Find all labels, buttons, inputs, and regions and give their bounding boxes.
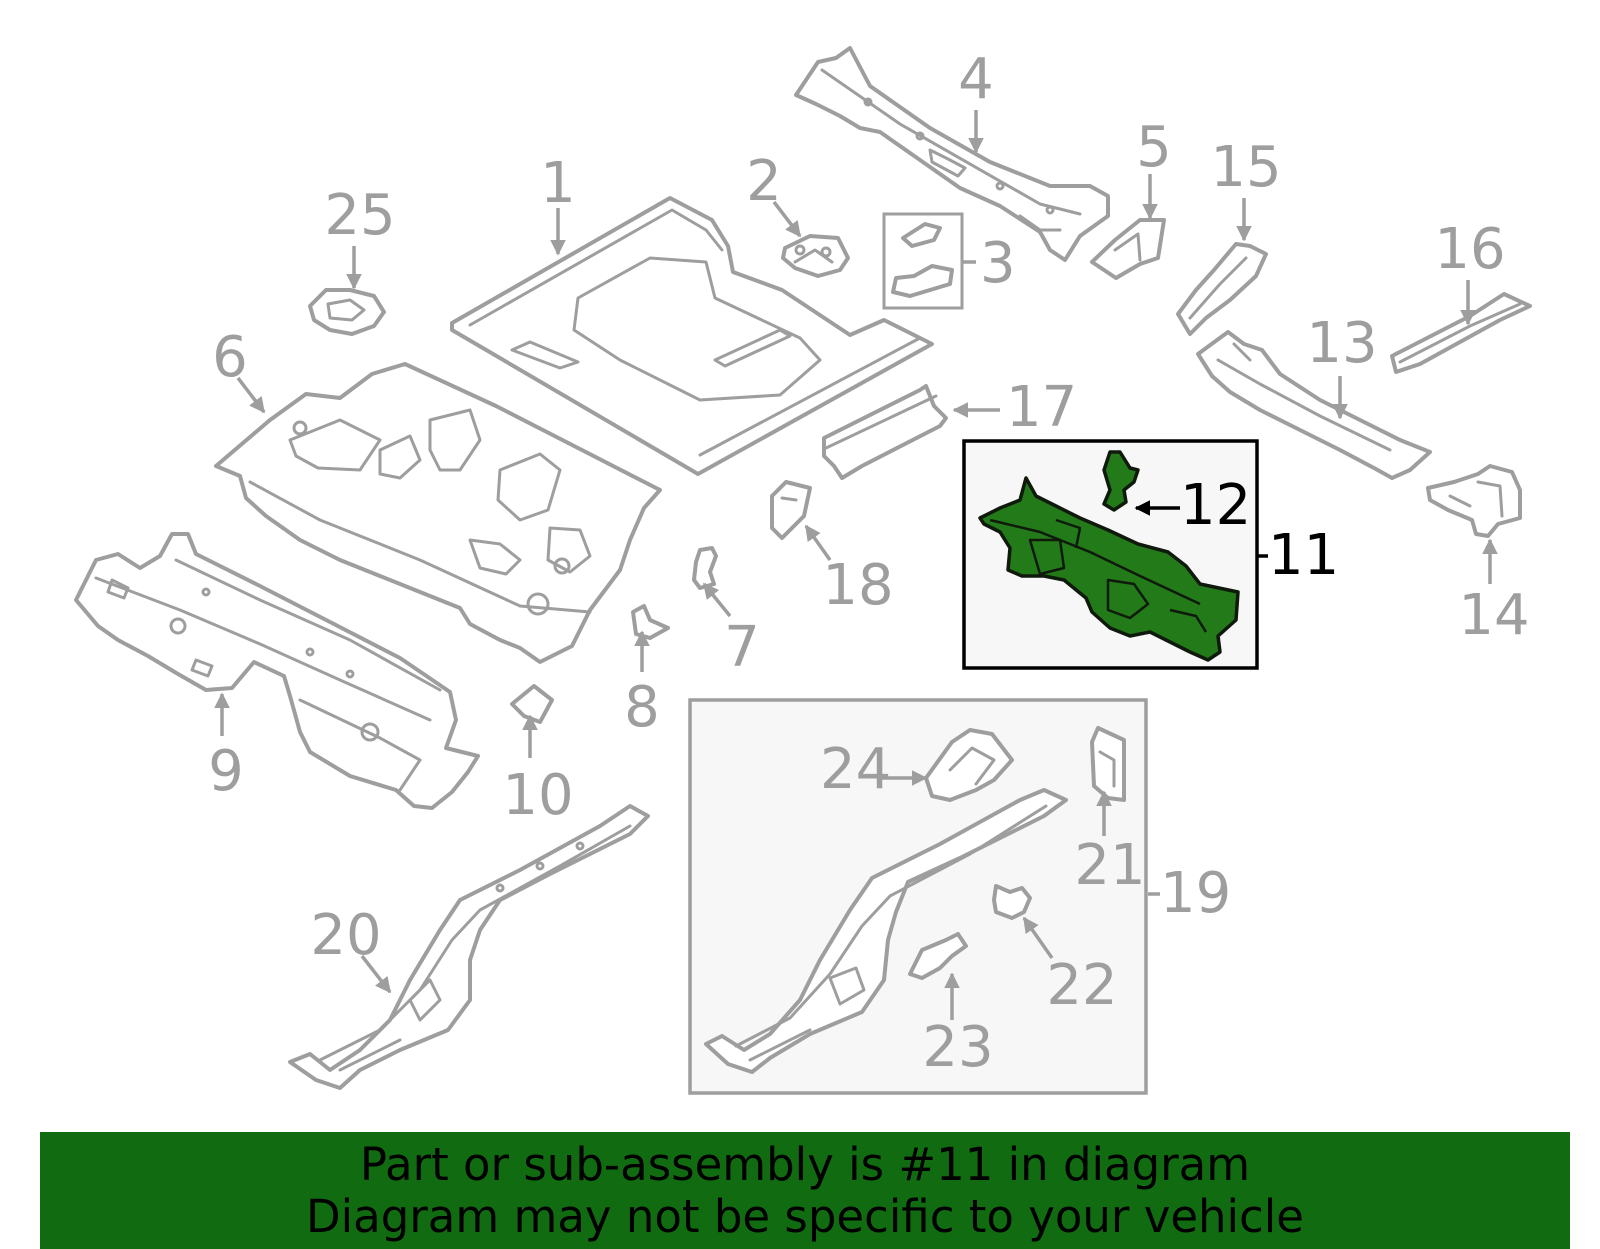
callout-21: 21 <box>1074 833 1145 898</box>
part-13-rail <box>1196 330 1432 480</box>
callout-20: 20 <box>310 903 381 968</box>
part-24-bracket <box>924 728 1014 802</box>
part-23-bracket <box>908 932 968 980</box>
part-8-clip <box>631 604 670 640</box>
callout-16: 16 <box>1434 217 1505 282</box>
part-16-bracket <box>1390 292 1532 374</box>
callout-19: 19 <box>1160 861 1231 926</box>
part-1-floor-pan <box>450 196 934 476</box>
callout-3: 3 <box>980 231 1016 296</box>
callout-5: 5 <box>1136 115 1172 180</box>
part-9-side-member <box>74 532 480 810</box>
callout-1: 1 <box>540 151 576 216</box>
part-2-bracket <box>781 234 850 278</box>
part-7-clip <box>692 546 718 590</box>
callout-23: 23 <box>922 1015 993 1080</box>
callout-6: 6 <box>212 325 248 390</box>
part-21-bracket <box>1090 726 1126 802</box>
part-19-box <box>688 698 1148 1095</box>
part-12-highlighted <box>1102 450 1140 512</box>
part-18-bracket <box>770 480 812 540</box>
callout-4: 4 <box>958 47 994 112</box>
part-10-bracket <box>510 684 554 724</box>
callout-25: 25 <box>324 183 395 248</box>
part-6-floor-panel <box>214 362 662 664</box>
part-17-bracket <box>822 384 948 480</box>
info-banner: Part or sub-assembly is #11 in diagram D… <box>40 1132 1570 1249</box>
banner-line-2: Diagram may not be specific to your vehi… <box>306 1189 1304 1243</box>
part-25-plug <box>308 288 386 336</box>
callout-14: 14 <box>1458 583 1529 648</box>
part-14-bracket <box>1426 464 1522 538</box>
part-20-side-rail <box>288 804 650 1090</box>
part-15-bracket <box>1176 242 1268 336</box>
leader-lines <box>214 110 1498 1020</box>
callout-7: 7 <box>724 615 760 680</box>
callout-17: 17 <box>1006 375 1077 440</box>
part-19-side-rail <box>704 788 1068 1074</box>
part-22-bracket <box>992 884 1032 920</box>
part-11-highlighted <box>978 476 1240 662</box>
banner-line-1: Part or sub-assembly is #11 in diagram <box>359 1137 1251 1191</box>
callout-22: 22 <box>1046 953 1117 1018</box>
callout-2: 2 <box>746 149 782 214</box>
part-4-cross-member <box>794 46 1110 262</box>
callout-9: 9 <box>208 739 244 804</box>
callout-15: 15 <box>1210 135 1281 200</box>
callout-18: 18 <box>822 553 893 618</box>
part-5-bracket <box>1090 218 1166 280</box>
callout-labels: 1 2 3 4 5 6 7 8 9 10 11 12 13 14 15 16 1… <box>208 47 1529 1080</box>
callout-13: 13 <box>1306 311 1377 376</box>
callout-24: 24 <box>820 737 891 802</box>
callout-8: 8 <box>624 675 660 740</box>
part-3-brackets <box>891 222 954 298</box>
callout-10: 10 <box>502 763 573 828</box>
callout-11: 11 <box>1268 523 1339 588</box>
callout-12: 12 <box>1180 473 1251 538</box>
